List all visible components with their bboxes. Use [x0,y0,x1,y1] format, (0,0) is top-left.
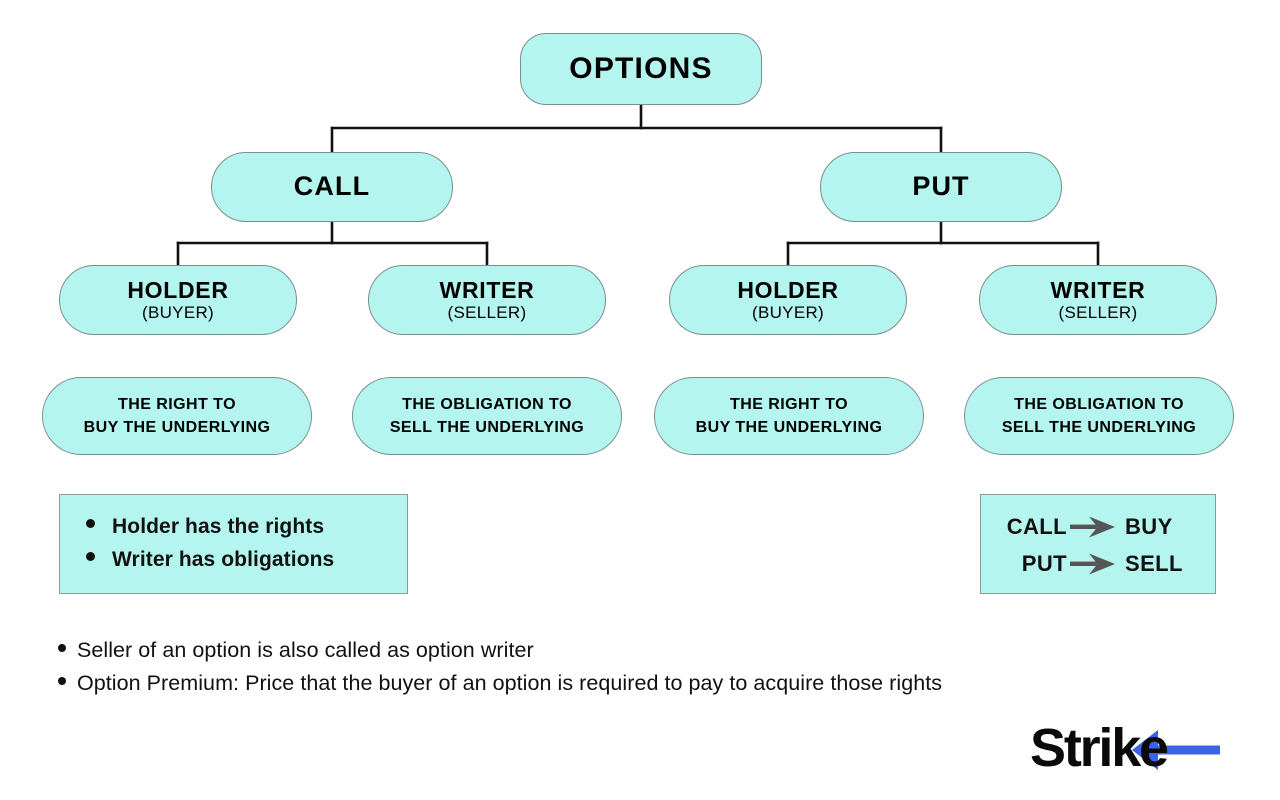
desc-put-holder-line2: BUY THE UNDERLYING [695,419,883,436]
node-call-label: CALL [293,171,371,202]
desc-call-holder[interactable]: THE RIGHT TO BUY THE UNDERLYING [42,377,312,455]
desc-call-writer[interactable]: THE OBLIGATION TO SELL THE UNDERLYING [352,377,622,455]
legend-rights-obligations: Holder has the rights Writer has obligat… [59,494,408,594]
notes-list: Seller of an option is also called as op… [58,634,1208,701]
desc-call-holder-line2: BUY THE UNDERLYING [83,419,271,436]
bullet-icon [86,551,95,561]
node-put-writer-subtitle: (SELLER) [1058,302,1138,322]
node-call-holder-title: HOLDER [127,276,229,303]
node-call-holder-subtitle: (BUYER) [142,302,214,322]
bullet-icon [58,677,66,686]
legend-left-item-0: Holder has the rights [112,515,325,538]
node-put-writer-title: WRITER [1050,276,1146,303]
node-put-label: PUT [912,171,970,202]
desc-put-holder-line1: THE RIGHT TO [730,395,848,413]
node-put-holder[interactable]: HOLDER (BUYER) [669,265,907,335]
desc-put-holder[interactable]: THE RIGHT TO BUY THE UNDERLYING [654,377,924,455]
desc-put-writer[interactable]: THE OBLIGATION TO SELL THE UNDERLYING [964,377,1234,455]
node-call-writer-title: WRITER [439,276,535,303]
left-arrow-icon [1132,730,1220,770]
list-item: Holder has the rights [86,511,407,544]
legend-left-item-1: Writer has obligations [112,547,335,571]
legend-right-row-0-to: BUY [1125,513,1173,539]
node-call-writer-subtitle: (SELLER) [447,302,527,322]
node-options-label: OPTIONS [569,51,713,85]
bullet-icon [58,644,66,652]
legend-right-row-1-to: SELL [1125,550,1183,576]
node-put-holder-subtitle: (BUYER) [752,302,824,322]
note-item-1: Option Premium: Price that the buyer of … [77,671,943,696]
desc-call-writer-line2: SELL THE UNDERLYING [389,419,585,436]
strike-logo[interactable]: Strike [1030,718,1230,780]
list-item: Writer has obligations [86,544,407,577]
legend-right-row-0-from: CALL [1006,513,1067,539]
arrow-right-icon [1067,553,1119,575]
list-item: CALL BUY [981,508,1215,545]
list-item: Option Premium: Price that the buyer of … [58,667,1208,700]
strike-logo-text: Strike [1030,718,1169,778]
arrow-right-icon [1067,516,1119,538]
node-options[interactable]: OPTIONS [520,33,762,105]
desc-put-writer-line2: SELL THE UNDERLYING [1001,419,1197,436]
desc-call-writer-line1: THE OBLIGATION TO [402,395,572,413]
legend-right-row-1-from: PUT [1021,550,1067,576]
note-item-0: Seller of an option is also called as op… [77,638,534,662]
node-put-writer[interactable]: WRITER (SELLER) [979,265,1217,335]
list-item: Seller of an option is also called as op… [58,634,1208,667]
node-put[interactable]: PUT [820,152,1062,222]
desc-call-holder-line1: THE RIGHT TO [118,395,236,413]
legend-call-put-mapping: CALL BUY PUT SELL [980,494,1216,594]
list-item: PUT SELL [981,545,1215,582]
node-put-holder-title: HOLDER [737,276,839,303]
desc-put-writer-line1: THE OBLIGATION TO [1014,395,1184,413]
node-call-writer[interactable]: WRITER (SELLER) [368,265,606,335]
bullet-icon [86,519,95,528]
node-call-holder[interactable]: HOLDER (BUYER) [59,265,297,335]
node-call[interactable]: CALL [211,152,453,222]
